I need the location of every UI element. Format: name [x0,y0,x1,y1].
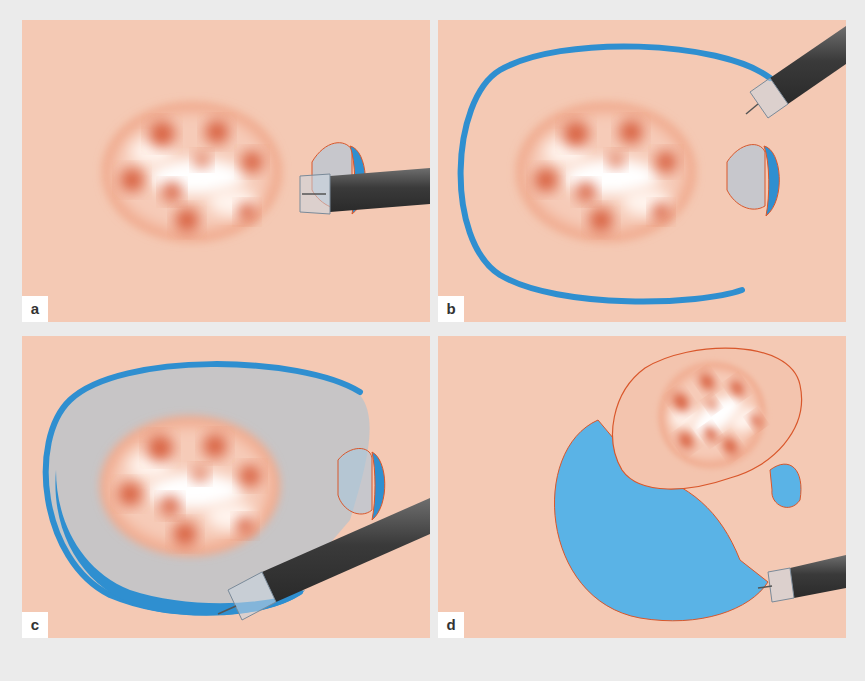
panel-letter: c [22,612,48,638]
step-panel: c [22,336,430,638]
step-panel: a [22,20,430,322]
panel-letter: d [438,612,464,638]
panel-letter: a [22,296,48,322]
step-panel: d [438,336,846,638]
step-panel: b [438,20,846,322]
panel-letter: b [438,296,464,322]
